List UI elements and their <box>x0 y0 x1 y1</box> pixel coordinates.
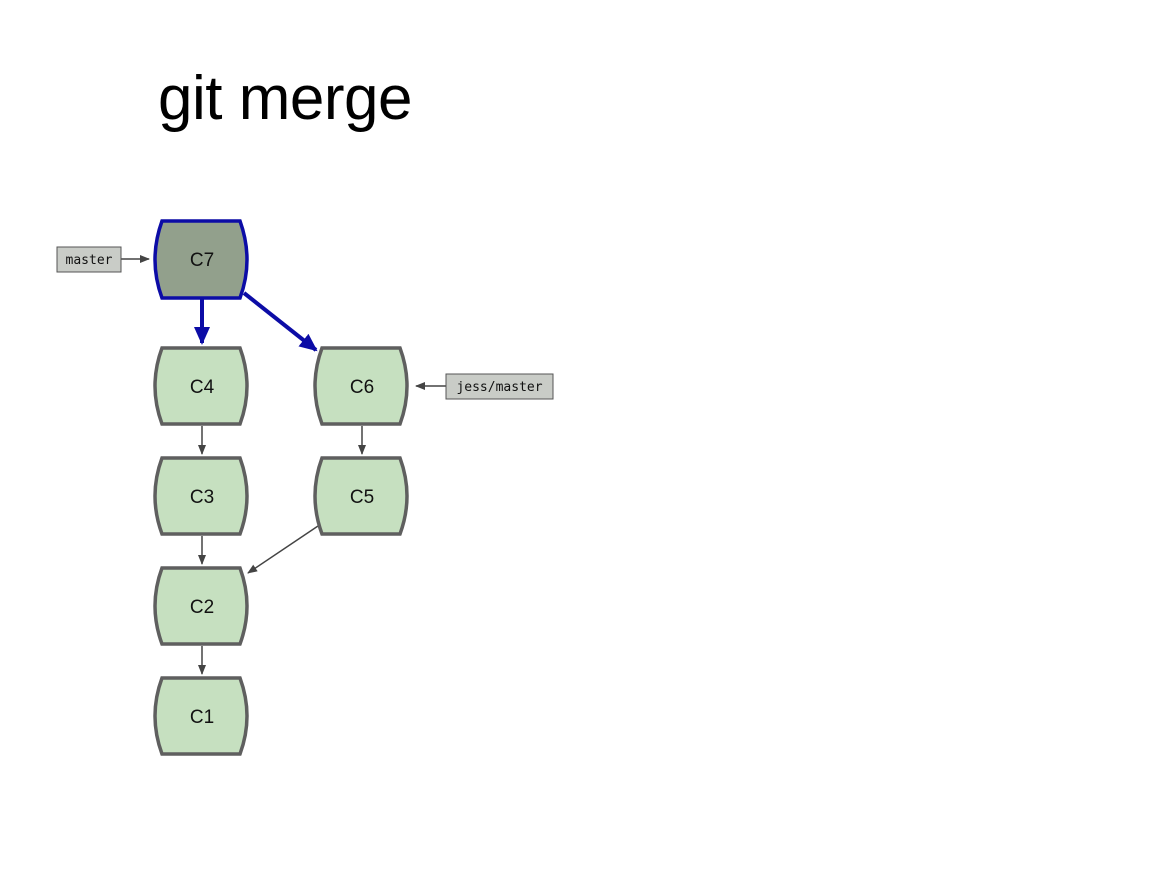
commit-label: C2 <box>190 597 214 618</box>
commit-c6: C6 <box>313 346 409 426</box>
commit-label: C6 <box>350 377 374 398</box>
commit-c3: C3 <box>153 456 249 536</box>
ref-jess-master: jess/master <box>445 373 554 400</box>
commit-label: C4 <box>190 377 215 398</box>
commit-c7: C7 <box>153 219 249 300</box>
commit-label: C7 <box>190 250 214 271</box>
commit-c2: C2 <box>153 566 249 646</box>
edge-c5-c2 <box>247 525 319 574</box>
merge-edge-c7-c6 <box>242 291 318 352</box>
commit-c5: C5 <box>313 456 409 536</box>
ref-master: master <box>56 246 122 273</box>
commit-label: C1 <box>190 707 214 728</box>
commit-c1: C1 <box>153 676 249 756</box>
page-title: git merge <box>158 64 412 133</box>
commit-c4: C4 <box>153 346 249 426</box>
commit-label: C3 <box>190 487 214 508</box>
ref-label: jess/master <box>456 380 542 395</box>
commit-label: C5 <box>350 487 374 508</box>
ref-label: master <box>66 253 113 268</box>
